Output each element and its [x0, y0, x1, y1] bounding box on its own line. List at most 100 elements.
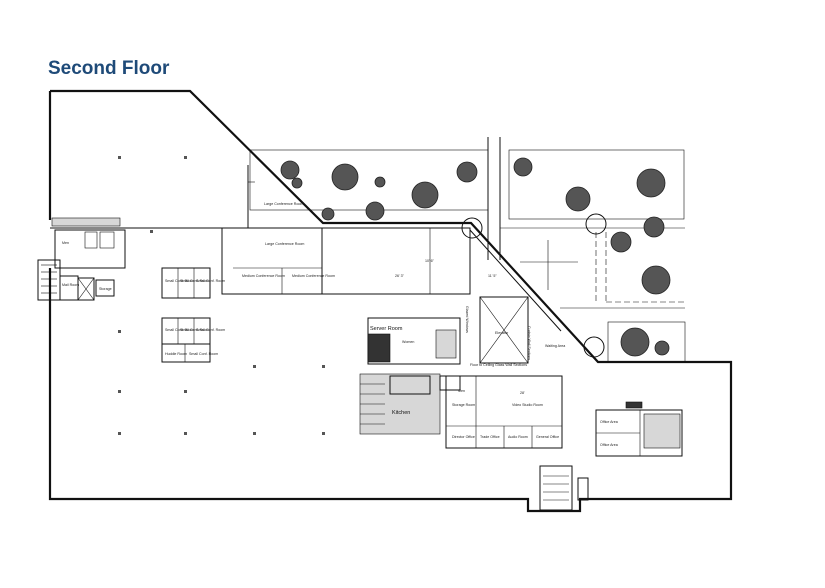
central-core: Server Room Women Kitchen Men — [359, 317, 465, 435]
tree-icon — [291, 177, 303, 189]
room-label-video-studio: Video Studio Room — [512, 403, 543, 407]
room-label-storage: Storage — [99, 287, 112, 291]
room-label-waiting: Waiting Area — [545, 344, 565, 348]
dimension-label: 11' 5" — [488, 274, 497, 278]
room-label-large-conf-b: Large Conference Room — [265, 242, 304, 246]
room-label-small-conf: Small Conf. Room — [196, 328, 225, 332]
tree-icon — [374, 176, 386, 188]
tree-icon — [565, 186, 591, 212]
column — [184, 156, 187, 159]
column — [253, 365, 256, 368]
conference-block — [221, 227, 323, 295]
fixture — [99, 231, 115, 249]
fixture-block — [439, 375, 461, 391]
column — [253, 432, 256, 435]
column — [118, 390, 121, 393]
mail-room — [59, 275, 79, 301]
fixture — [84, 231, 98, 249]
column — [184, 432, 187, 435]
page-title: Second Floor — [48, 58, 170, 79]
room-label-trade: Trade Office — [480, 435, 500, 439]
dimension-label: 26' 3" — [395, 274, 405, 278]
curtain-wall-note: Curtain Wall Sections — [527, 326, 531, 360]
room-label-small-conf: Small Conf. Room — [180, 328, 209, 332]
room-label-office-area: Office Area — [600, 420, 618, 424]
tree-icon — [513, 157, 533, 177]
studio-cluster: Storage Room Video Studio Room 28' Direc… — [445, 375, 563, 449]
room-label-office-area: Office Area — [600, 443, 618, 447]
elevator-cross — [479, 296, 529, 364]
door-marker — [625, 401, 643, 409]
tree-icon — [654, 340, 670, 356]
glazed-window-note: Glazed Windows — [465, 306, 469, 333]
men-restroom-mid — [389, 375, 431, 395]
room-label-audio: Audio Room — [508, 435, 528, 439]
elevator-cross — [77, 277, 95, 301]
column — [150, 230, 153, 233]
room-label-men: Men — [62, 241, 69, 245]
tree-icon — [321, 207, 335, 221]
room-label-medium-conf: Medium Conference Room — [242, 274, 285, 278]
small-conf-group — [161, 343, 211, 363]
dimension-label: 28' — [520, 391, 525, 395]
room-label-mail: Mail Room — [62, 283, 79, 287]
stair-shaft — [539, 465, 573, 511]
tree-well — [583, 336, 605, 358]
fixture-block — [435, 329, 457, 359]
building-outline — [48, 89, 733, 513]
room-label-director: Director Office — [452, 435, 475, 439]
elevator-shaft — [479, 296, 529, 364]
tree-icon — [610, 231, 632, 253]
elevator-shaft — [77, 277, 95, 301]
room-label-women: Women — [402, 340, 414, 344]
column — [118, 330, 121, 333]
room-label-elevator: Elevator — [495, 331, 509, 335]
restroom-block-top: Men Mail Room Storage — [37, 217, 126, 301]
small-conference-cluster: Small Conf. Room Small Conf. Room Small … — [161, 267, 225, 363]
room-label-small-conf: Small Conf. Room — [196, 279, 225, 283]
restroom-fixtures — [643, 413, 681, 449]
stair-bottom — [539, 465, 589, 511]
room-label-large-conf-a: Large Conference Room — [264, 202, 303, 206]
conference-row: Large Conference Room Large Conference R… — [221, 202, 497, 295]
server-rack — [367, 333, 391, 363]
trees — [280, 157, 671, 357]
room-label-small-conf: Small Conf. Room — [165, 279, 194, 283]
room-label-small-conf: Small Conf. Room — [165, 328, 194, 332]
glass-wall-note: Floor to Ceiling Glass Wall Sections — [470, 363, 527, 367]
tree-icon — [456, 161, 478, 183]
room-label-men-mid: Men — [458, 389, 465, 393]
tree-icon — [331, 163, 359, 191]
storage-room-top — [95, 279, 115, 297]
room-label-medium-conf-2: Medium Conference Room — [292, 274, 335, 278]
small-conf-group — [161, 267, 211, 299]
tree-icon — [411, 181, 439, 209]
tree-icon — [365, 201, 385, 221]
room-label-server: Server Room — [370, 326, 403, 332]
column — [118, 156, 121, 159]
column — [322, 365, 325, 368]
tree-icon — [620, 327, 650, 357]
tree-icon — [643, 216, 665, 238]
dimension-label: 10' 6" — [425, 259, 435, 263]
tree-icon — [636, 168, 666, 198]
tree-icon — [641, 265, 671, 295]
tree-well — [585, 213, 607, 235]
toilet-row — [51, 217, 121, 227]
room-label-small-conf: Small Conf. Room — [180, 279, 209, 283]
room-label-small-conf: Small Conf. Room — [189, 352, 218, 356]
right-office-cluster: Office Area Office Area — [595, 401, 683, 457]
men-restroom — [54, 229, 126, 269]
column — [322, 432, 325, 435]
exterior-walls — [48, 89, 733, 513]
glass-wall-line — [469, 229, 562, 332]
room-label-kitchen: Kitchen — [392, 410, 410, 416]
column — [184, 390, 187, 393]
elevator-shaft-bottom — [577, 477, 589, 501]
courtyard-planter-right — [508, 149, 685, 220]
elevator-lobby: Elevator Waiting Area Floor to Ceiling G… — [465, 296, 565, 367]
room-label-storage-room: Storage Room — [452, 403, 475, 407]
room-label-huddle: Huddle Room — [165, 352, 187, 356]
tree-icon — [280, 160, 300, 180]
